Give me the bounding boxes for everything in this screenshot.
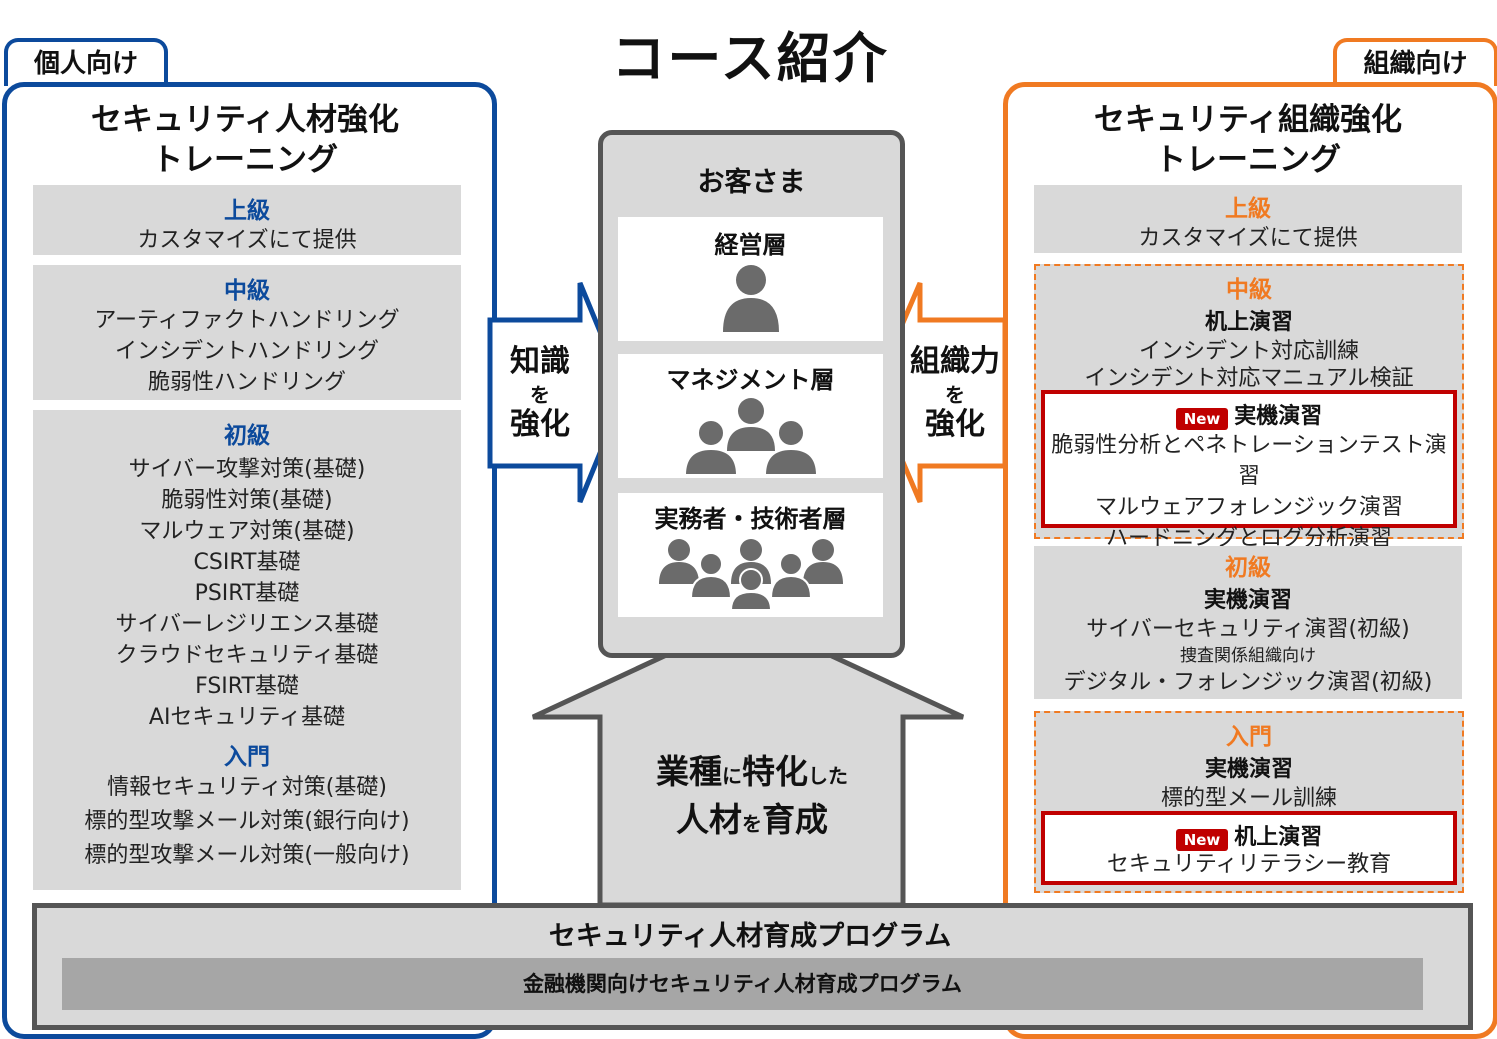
individual-advanced-box: 上級 カスタマイズにて提供 [33,185,461,255]
customer-group-executives: 経営層 [618,217,883,341]
customer-group-management: マネジメント層 [618,354,883,478]
knowledge-arrow-text: 知識 を 強化 [495,345,585,442]
course-item: マルウェアフォレンジック演習 [1094,495,1403,520]
course-item: アーティファクトハンドリング [94,308,400,333]
level-label: 中級 [224,278,270,304]
course-item: サイバー攻撃対策(基礎) [128,457,366,482]
course-item: クラウドセキュリティ基礎 [115,643,379,668]
individual-heading-line2: トレーニング [152,142,338,178]
arrow-text-word: 業種 [656,752,722,791]
course-item: セキュリティリテラシー教育 [1106,852,1392,877]
tab-individual: 個人向け [4,38,168,86]
course-item: FSIRT基礎 [195,674,299,699]
program-sub-bar: 金融機関向けセキュリティ人材育成プログラム [62,958,1423,1010]
customers-heading: お客さま [697,167,806,198]
course-item: 脆弱性分析とペネトレーションテスト演習 [1051,433,1447,489]
course-item: 標的型攻撃メール対策(銀行向け) [84,809,410,834]
arrow-text-line: 知識 [510,344,570,379]
new-badge: New [1175,828,1229,851]
customer-group-label: 経営層 [714,231,787,259]
organization-arrow-text: 組織力 を 強化 [900,345,1010,442]
arrow-text-word: 人材 [676,800,742,839]
level-label: 中級 [1226,277,1272,303]
course-item: 標的型メール訓練 [1160,786,1337,811]
course-item: インシデント対応マニュアル検証 [1084,366,1414,391]
arrow-text-line: 強化 [510,407,570,442]
hands-on-label: 実機演習 [1204,757,1293,782]
level-label: 初級 [224,423,270,449]
individual-intermediate-box: 中級 アーティファクトハンドリング インシデントハンドリング 脆弱性ハンドリング [33,265,461,400]
customer-group-label: マネジメント層 [666,366,835,394]
course-item: PSIRT基礎 [194,581,300,606]
organization-advanced-box: 上級 カスタマイズにて提供 [1034,185,1462,253]
individual-beginner-box: 初級 サイバー攻撃対策(基礎) 脆弱性対策(基礎) マルウェア対策(基礎) CS… [33,410,461,890]
tab-organization: 組織向け [1333,38,1497,86]
customer-group-practitioners: 実務者・技術者層 [618,493,883,617]
course-item: CSIRT基礎 [193,550,301,575]
arrow-text-line: 組織力 [910,344,1000,379]
person-icon [722,265,779,332]
organization-beginner-box: 初級 実機演習 サイバーセキュリティ演習(初級) 捜査関係組織向け デジタル・フ… [1034,546,1462,699]
industry-up-arrow [531,614,965,908]
level-label: 初級 [1225,555,1271,581]
people-group-icon [658,539,843,610]
course-note: 捜査関係組織向け [1180,646,1316,666]
program-title: セキュリティ人材育成プログラム [548,921,952,952]
course-item: 標的型攻撃メール対策(一般向け) [84,843,410,868]
arrow-text-particle: を [530,383,550,407]
course-item: サイバーレジリエンス基礎 [115,612,379,637]
course-item: インシデント対応訓練 [1138,339,1359,364]
arrow-text-line: 強化 [925,407,985,442]
level-label: 入門 [1226,724,1272,750]
level-label: 上級 [1225,196,1271,222]
course-item: 脆弱性対策(基礎) [161,488,333,513]
organization-heading-line1: セキュリティ組織強化 [1093,102,1403,138]
level-label: 上級 [224,198,270,224]
individual-heading-line1: セキュリティ人材強化 [90,102,400,138]
arrow-text-particle: した [808,764,848,788]
course-item: インシデントハンドリング [114,339,379,364]
organization-heading-line2: トレーニング [1155,142,1341,178]
course-item: マルウェア対策(基礎) [139,519,355,544]
arrow-text-particle: を [742,812,762,836]
hands-on-label: 実機演習 [1203,588,1292,613]
tabletop-label: 机上演習 [1204,310,1293,335]
arrow-text-word: 特化 [742,752,808,791]
page-title: コース紹介 [611,27,889,90]
program-sub-title: 金融機関向けセキュリティ人材育成プログラム [522,972,963,996]
tabletop-label: 机上演習 [1234,825,1323,850]
customer-group-label: 実務者・技術者層 [654,505,847,533]
level-label: 入門 [224,744,270,770]
arrow-text-particle: に [722,764,742,788]
course-item: デジタル・フォレンジック演習(初級) [1063,670,1433,695]
new-badge: New [1175,407,1229,430]
course-item: AIセキュリティ基礎 [148,705,346,730]
course-item: 脆弱性ハンドリング [147,370,346,395]
course-item: サイバーセキュリティ演習(初級) [1086,617,1410,642]
course-item: 情報セキュリティ対策(基礎) [107,775,387,800]
arrow-text-word: 育成 [762,800,828,839]
industry-arrow-text: 業種に特化した 人材を育成 [610,750,894,846]
course-item: カスタマイズにて提供 [137,228,357,253]
arrow-text-particle: を [945,383,965,407]
hands-on-label: 実機演習 [1234,404,1323,429]
course-item: カスタマイズにて提供 [1138,226,1358,251]
people-group-icon [683,398,818,476]
